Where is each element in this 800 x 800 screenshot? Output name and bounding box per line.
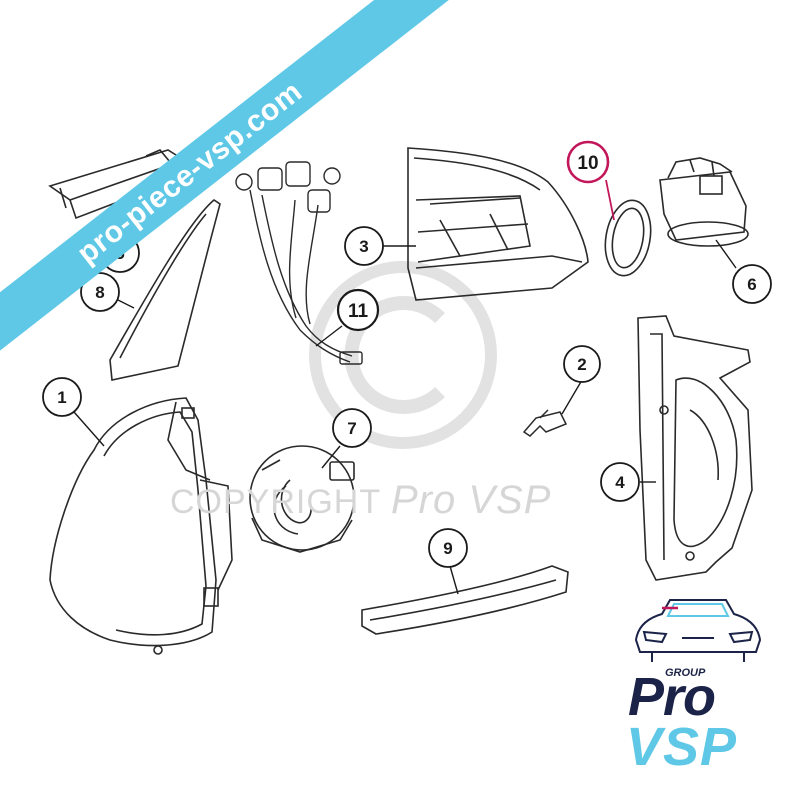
callout-8: 8 [80, 272, 120, 312]
callout-9-label: 9 [443, 539, 452, 558]
part-1-main-lamp [49, 397, 233, 655]
part-11-wiring-harness [235, 161, 363, 365]
callout-9: 9 [428, 528, 468, 568]
callout-11: 11 [336, 288, 380, 332]
callout-11-label: 11 [348, 301, 369, 322]
logo-brand-bottom: VSP [626, 717, 738, 777]
callout-7: 7 [332, 408, 372, 448]
callout-3-label: 3 [359, 237, 368, 256]
copyright-prefix: COPYRIGHT [170, 483, 381, 521]
part-3-rear-lamp [407, 147, 589, 301]
copyright-brand: Pro VSP [390, 478, 552, 522]
callout-2: 2 [563, 345, 601, 383]
brand-logo: GROUP Pro VSP [622, 588, 772, 778]
callout-leaders [73, 179, 737, 595]
callout-7-label: 7 [347, 419, 356, 438]
part-6-bulb-socket [659, 157, 749, 247]
callout-10-label: 10 [577, 153, 598, 174]
callout-1: 1 [42, 377, 82, 417]
car-outline-icon [634, 599, 762, 662]
part-9-reflector-strip [361, 565, 569, 635]
copyright-watermark-symbol [309, 261, 497, 449]
callout-1-label: 1 [57, 388, 66, 407]
logo-brand-top: Pro [628, 667, 716, 727]
callout-8-label: 8 [95, 283, 104, 302]
part-8-side-lens [109, 199, 221, 381]
copyright-watermark-text: COPYRIGHT Pro VSP [170, 478, 551, 523]
logo-group-text: GROUP [665, 667, 706, 679]
callout-4: 4 [600, 462, 640, 502]
part-2-clip [522, 409, 568, 437]
part-4-bracket [637, 315, 753, 581]
part-10-seal-ring [604, 199, 652, 277]
part-7-bulb-holder [249, 445, 355, 553]
callout-4-label: 4 [615, 473, 625, 492]
callout-3: 3 [344, 226, 384, 266]
callout-2-label: 2 [577, 355, 586, 374]
callout-6: 6 [732, 264, 772, 304]
callout-10: 10 [566, 140, 610, 184]
callout-6-label: 6 [747, 275, 756, 294]
